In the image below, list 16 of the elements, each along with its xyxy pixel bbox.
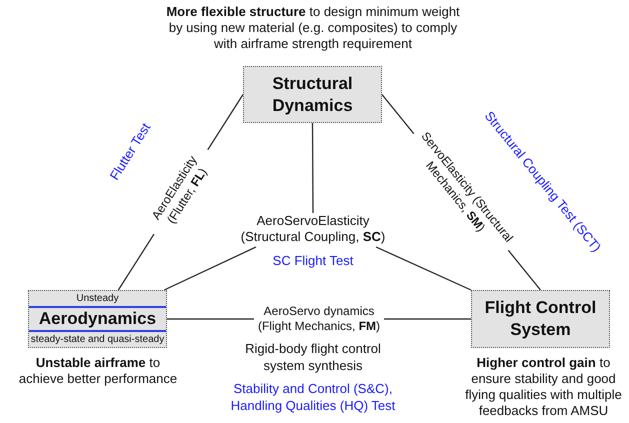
note-text: Rigid-body flight control system synthesis	[244, 340, 382, 374]
connector-line	[376, 246, 472, 291]
node-caption: SC Flight Test	[272, 253, 354, 269]
process-box: Structural Dynamics	[243, 66, 382, 123]
box-subtitle: Unsteady	[75, 292, 120, 306]
note-text: Stability and Control (S&C), Handling Qualities (HQ) Test	[230, 380, 396, 414]
node-caption: More flexible structure to design minimum weight by using new material (e.g. composites) to comply with airframe strength requirement	[165, 4, 461, 52]
connector-line	[312, 123, 314, 213]
process-box: Flight Control System	[471, 290, 610, 348]
node-caption: Higher control gain to ensure stability and good flying qualities with multiple feedbacks from AMSU	[464, 355, 623, 419]
connector-line	[164, 246, 256, 291]
box-title: Aerodynamics	[29, 306, 166, 332]
node-caption: Unstable airframe to achieve better performance	[18, 355, 178, 387]
edge-label: AeroServo dynamics (Flight Mechanics, FM)	[254, 304, 384, 334]
process-box	[28, 290, 167, 348]
box-subtitle: steady-state and quasi-steady	[30, 333, 166, 347]
